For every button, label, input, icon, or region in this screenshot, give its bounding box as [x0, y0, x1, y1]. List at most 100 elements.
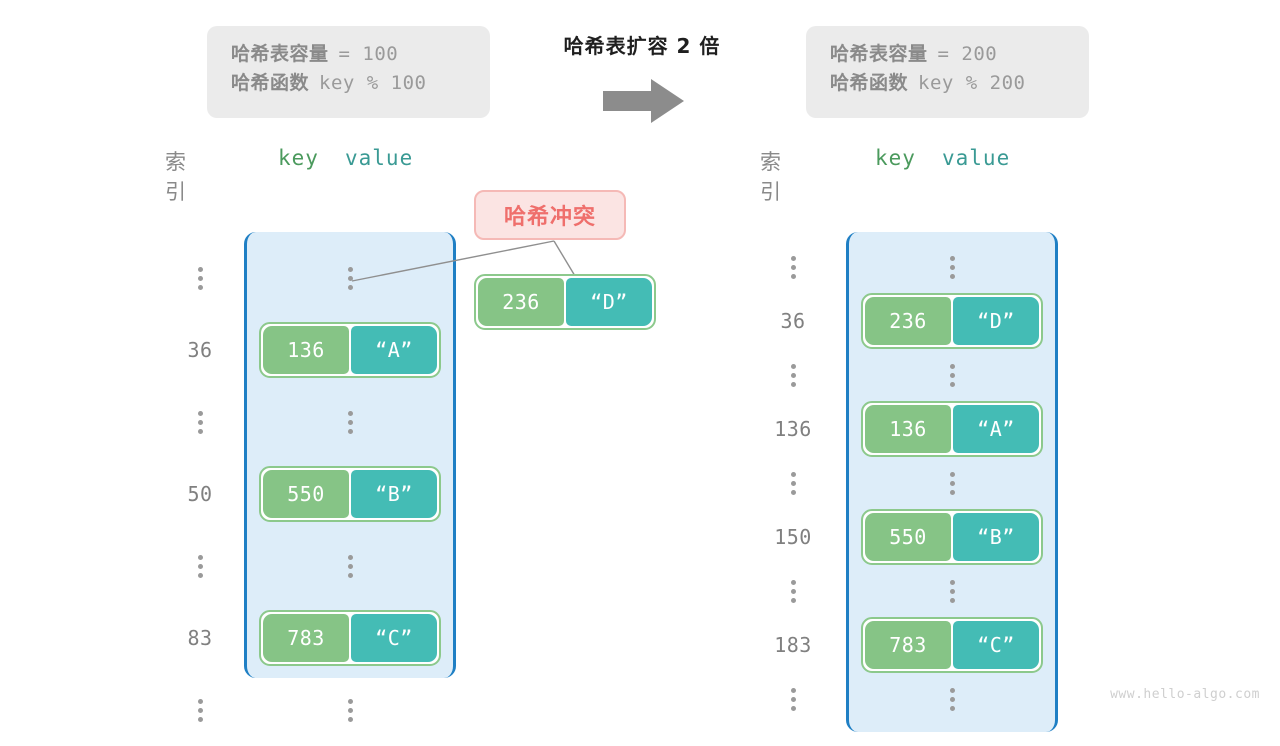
info-function-label: 哈希函数 — [830, 72, 909, 95]
watermark: www.hello-algo.com — [1110, 687, 1260, 702]
vertical-ellipsis-icon — [347, 554, 353, 578]
index-ellipsis — [165, 674, 235, 746]
key-value-pair: 236 “D” — [474, 274, 656, 330]
right-bucket-column: 236“D” 136“A” 550“B” 783“C” — [849, 232, 1055, 726]
bucket-empty — [849, 564, 1055, 618]
collision-entry-pair: 236 “D” — [474, 274, 656, 330]
header-index: 索引 — [165, 150, 187, 204]
vertical-ellipsis-icon — [197, 698, 203, 722]
bucket-entry: 136“A” — [849, 401, 1055, 457]
info-line-function: 哈希函数 key % 100 — [231, 69, 466, 98]
index-ellipsis — [758, 564, 828, 618]
index-ellipsis — [758, 348, 828, 402]
index-label: 136 — [774, 417, 812, 441]
left-index-column: 36 50 83 — [165, 180, 235, 746]
index-ellipsis — [165, 242, 235, 314]
bucket-empty — [247, 530, 453, 602]
index-ellipsis — [758, 240, 828, 294]
header-key: key — [875, 146, 916, 170]
vertical-ellipsis-icon — [347, 698, 353, 722]
left-bucket-container: 136“A” 550“B” 783“C” — [244, 232, 456, 722]
key-value-pair: 783“C” — [861, 617, 1043, 673]
key-value-pair: 550“B” — [861, 509, 1043, 565]
vertical-ellipsis-icon — [949, 471, 955, 495]
index-label: 83 — [187, 626, 213, 650]
pair-value: “B” — [351, 470, 437, 518]
bucket-empty — [247, 242, 453, 314]
index-ellipsis — [758, 672, 828, 726]
vertical-ellipsis-icon — [790, 363, 796, 387]
hash-table-info-box-after: 哈希表容量 = 200 哈希函数 key % 200 — [806, 26, 1089, 118]
vertical-ellipsis-icon — [949, 687, 955, 711]
vertical-ellipsis-icon — [790, 471, 796, 495]
vertical-ellipsis-icon — [790, 579, 796, 603]
pair-value: “C” — [351, 614, 437, 662]
info-function-value: key % 200 — [918, 72, 1026, 95]
info-capacity-label: 哈希表容量 — [830, 43, 928, 65]
info-capacity-value: = 100 — [338, 43, 399, 65]
pair-value: “B” — [953, 513, 1039, 561]
vertical-ellipsis-icon — [197, 266, 203, 290]
bucket-entry: 783“C” — [849, 617, 1055, 673]
bucket-empty — [849, 672, 1055, 726]
info-line-capacity: 哈希表容量 = 200 — [830, 40, 1065, 69]
right-arrow-icon — [603, 79, 684, 123]
bucket-entry: 550“B” — [849, 509, 1055, 565]
bucket-entry: 550“B” — [247, 458, 453, 530]
bucket-entry: 136“A” — [247, 314, 453, 386]
key-value-pair: 136“A” — [259, 322, 441, 378]
key-value-pair: 783“C” — [259, 610, 441, 666]
key-value-pair: 236“D” — [861, 293, 1043, 349]
pair-value: “D” — [953, 297, 1039, 345]
bucket-empty — [849, 240, 1055, 294]
pair-key: 236 — [865, 297, 951, 345]
pair-key: 550 — [865, 513, 951, 561]
index-label: 150 — [774, 525, 812, 549]
info-line-capacity: 哈希表容量 = 100 — [231, 40, 466, 69]
vertical-ellipsis-icon — [347, 410, 353, 434]
header-key: key — [278, 146, 319, 170]
transition-title: 哈希表扩容 2 倍 — [563, 34, 721, 58]
pair-key: 550 — [263, 470, 349, 518]
vertical-ellipsis-icon — [949, 255, 955, 279]
index-label: 50 — [187, 482, 213, 506]
info-capacity-value: = 200 — [937, 43, 998, 65]
vertical-ellipsis-icon — [197, 410, 203, 434]
key-value-pair: 550“B” — [259, 466, 441, 522]
pair-value: “C” — [953, 621, 1039, 669]
pair-key: 136 — [263, 326, 349, 374]
index-ellipsis — [165, 530, 235, 602]
bucket-entry: 783“C” — [247, 602, 453, 674]
vertical-ellipsis-icon — [197, 554, 203, 578]
bucket-empty — [247, 674, 453, 746]
bucket-empty — [849, 348, 1055, 402]
vertical-ellipsis-icon — [790, 687, 796, 711]
vertical-ellipsis-icon — [790, 255, 796, 279]
header-index: 索引 — [760, 150, 782, 204]
pair-value: “A” — [351, 326, 437, 374]
info-function-label: 哈希函数 — [231, 72, 310, 95]
index-ellipsis — [165, 386, 235, 458]
left-bucket-column: 136“A” 550“B” 783“C” — [247, 232, 453, 746]
info-line-function: 哈希函数 key % 200 — [830, 69, 1065, 98]
info-function-value: key % 100 — [319, 72, 427, 95]
vertical-ellipsis-icon — [949, 363, 955, 387]
info-capacity-label: 哈希表容量 — [231, 43, 329, 65]
pair-key: 236 — [478, 278, 564, 326]
bucket-entry: 236“D” — [849, 293, 1055, 349]
header-value: value — [942, 146, 1011, 170]
vertical-ellipsis-icon — [347, 266, 353, 290]
bucket-empty — [247, 386, 453, 458]
right-bucket-container: 236“D” 136“A” 550“B” 783“C” — [846, 232, 1058, 732]
index-label: 36 — [187, 338, 213, 362]
pair-key: 783 — [263, 614, 349, 662]
pair-value: “D” — [566, 278, 652, 326]
pair-key: 783 — [865, 621, 951, 669]
pair-value: “A” — [953, 405, 1039, 453]
bucket-empty — [849, 456, 1055, 510]
index-ellipsis — [758, 456, 828, 510]
vertical-ellipsis-icon — [949, 579, 955, 603]
hash-collision-badge: 哈希冲突 — [474, 190, 626, 240]
index-label: 183 — [774, 633, 812, 657]
